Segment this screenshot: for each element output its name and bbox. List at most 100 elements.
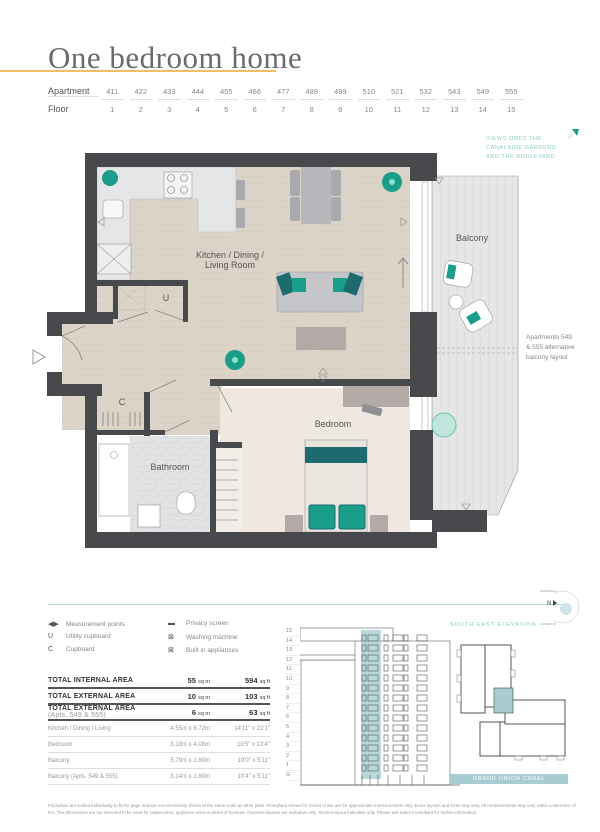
table-row: TOTAL EXTERNAL AREA 10 sq m 103 sq ft bbox=[48, 689, 270, 705]
room-label-line: Living Room bbox=[204, 260, 256, 270]
table-row: TOTAL EXTERNAL AREA (Apts. 549 & 555) 6 … bbox=[48, 705, 270, 721]
floor-number: G bbox=[286, 771, 300, 781]
room-label-cupboard: C bbox=[118, 397, 126, 407]
apartment-number: 543 bbox=[440, 87, 469, 100]
views-note: VIEWS ONTO THE CANALSIDE GARDENS AND THE… bbox=[486, 135, 556, 162]
floor-number: 2 bbox=[286, 752, 300, 762]
floor-number: 4 bbox=[195, 104, 200, 114]
legend-item: ⊠ Built in appliances bbox=[168, 646, 239, 655]
imperial-dimensions: 10'5" x 13'4" bbox=[237, 741, 270, 748]
apartment-number: 477 bbox=[269, 87, 298, 100]
room-label-line: Kitchen / Dining / bbox=[195, 250, 265, 260]
area-sqm: 6 sq m bbox=[152, 708, 210, 717]
area-name: TOTAL EXTERNAL AREA (Apts. 549 & 555) bbox=[48, 705, 152, 719]
imperial-dimensions: 19'0" x 5'11" bbox=[237, 757, 270, 764]
area-table: TOTAL INTERNAL AREA 55 sq m 594 sq ft TO… bbox=[48, 673, 270, 785]
apartment-number: 488 bbox=[298, 87, 327, 100]
floor-number: 1 bbox=[286, 761, 300, 771]
apartment-number: 433 bbox=[155, 87, 184, 100]
svg-text:N: N bbox=[547, 601, 551, 607]
alt-note-line: balcony layout bbox=[526, 354, 568, 361]
title-accent-rule bbox=[0, 70, 276, 72]
disclaimer: Floorplans are scaled individually to fi… bbox=[48, 803, 576, 815]
legend-item: U Utility cupboard bbox=[48, 633, 111, 640]
room-label-kitchen: Kitchen / Dining / Living Room bbox=[190, 250, 270, 270]
alternative-balcony-note: Apartments 549 & 555 alternative balcony… bbox=[526, 333, 575, 363]
cupboard-icon: C bbox=[48, 646, 54, 653]
room-name: Balcony (Apts. 549 & 555) bbox=[48, 773, 118, 780]
floor-label: Floor bbox=[48, 104, 69, 114]
sqm-unit: sq m bbox=[198, 678, 210, 685]
apartment-label: Apartment bbox=[48, 86, 98, 97]
room-name: Balcony bbox=[48, 757, 70, 764]
area-sqft: 63 sq ft bbox=[210, 708, 270, 717]
floor-number: 12 bbox=[421, 104, 430, 114]
floor-number: 5 bbox=[286, 723, 300, 733]
legend-label: Built in appliances bbox=[186, 646, 239, 654]
page-title: One bedroom home bbox=[48, 40, 303, 75]
table-row: TOTAL INTERNAL AREA 55 sq m 594 sq ft bbox=[48, 673, 270, 689]
legend-item: C Cupboard bbox=[48, 646, 95, 653]
svg-text:SUNSET W: SUNSET W bbox=[540, 622, 556, 626]
floor-number: 14 bbox=[286, 637, 300, 647]
apartment-number: 455 bbox=[212, 87, 241, 100]
legend-label: Cupboard bbox=[66, 646, 95, 653]
apartment-number: 411 bbox=[98, 87, 127, 100]
floor-number: 15 bbox=[286, 627, 300, 637]
area-sqft: 594 sq ft bbox=[210, 676, 270, 685]
apartment-number: 499 bbox=[326, 87, 355, 100]
floor-number: 11 bbox=[393, 104, 402, 114]
area-sqm: 55 sq m bbox=[152, 676, 210, 685]
area-name-text: TOTAL EXTERNAL AREA bbox=[48, 692, 136, 700]
alt-note-line: Apartments 549 bbox=[526, 334, 572, 341]
area-sqm: 10 sq m bbox=[152, 692, 210, 701]
area-name-sub: (Apts. 549 & 555) bbox=[48, 712, 106, 719]
floor-number: 8 bbox=[286, 694, 300, 704]
svg-text:SUNRISE E: SUNRISE E bbox=[540, 589, 556, 593]
building-elevation bbox=[300, 627, 460, 786]
floor-number: 7 bbox=[281, 104, 286, 114]
sqft-unit: sq ft bbox=[259, 694, 270, 701]
room-name: Kitchen / Dining / Living bbox=[48, 725, 111, 732]
sqm-value: 10 bbox=[187, 691, 196, 701]
sqm-value: 6 bbox=[191, 707, 196, 717]
apartment-number: 532 bbox=[412, 87, 441, 100]
floor-number: 6 bbox=[286, 713, 300, 723]
views-note-line: VIEWS ONTO THE bbox=[486, 136, 542, 142]
area-sqft: 103 sq ft bbox=[210, 692, 270, 701]
sqft-value: 103 bbox=[244, 691, 258, 701]
apartment-number: 555 bbox=[497, 87, 526, 100]
legend-label: Measurement points bbox=[66, 620, 125, 628]
apartment-number: 549 bbox=[469, 87, 498, 100]
metric-dimensions: 4.55m x 6.72m bbox=[170, 725, 210, 732]
floor-number: 13 bbox=[286, 646, 300, 656]
apartment-number: 510 bbox=[355, 87, 384, 100]
floor-number: 9 bbox=[286, 685, 300, 695]
table-row: Balcony (Apts. 549 & 555) 3.14m x 1.80m … bbox=[48, 769, 270, 785]
floor-number: 6 bbox=[252, 104, 257, 114]
built-in-appliances-icon: ⊠ bbox=[168, 647, 174, 654]
legend-label: Privacy screen bbox=[186, 620, 229, 627]
table-row: Kitchen / Dining / Living 4.55m x 6.72m … bbox=[48, 721, 270, 737]
canal-label: GRAND UNION CANAL bbox=[450, 774, 568, 784]
sqm-unit: sq m bbox=[198, 694, 210, 701]
imperial-dimensions: 14'11" x 22'1" bbox=[234, 725, 270, 732]
sqft-value: 594 bbox=[244, 675, 258, 685]
room-name: Bedroom bbox=[48, 741, 73, 748]
floor-number: 8 bbox=[309, 104, 314, 114]
floor-number: 10 bbox=[286, 675, 300, 685]
floor-number: 12 bbox=[286, 656, 300, 666]
apartment-row: Apartment 411 422 433 444 455 466 477 48… bbox=[48, 82, 526, 100]
room-label-balcony: Balcony bbox=[455, 233, 489, 243]
area-name: TOTAL EXTERNAL AREA bbox=[48, 693, 152, 700]
sqm-unit: sq m bbox=[198, 710, 210, 717]
floor-number: 2 bbox=[138, 104, 143, 114]
sqft-unit: sq ft bbox=[259, 678, 270, 685]
floor-number: 14 bbox=[478, 104, 487, 114]
elevation-floor-numbers: 15 14 13 12 11 10 9 8 7 6 5 4 3 2 1 G bbox=[286, 627, 300, 781]
floor-number: 7 bbox=[286, 704, 300, 714]
legend-label: Utility cupboard bbox=[66, 633, 111, 640]
legend-item: ⊠ Washing machine bbox=[168, 633, 237, 642]
floor-number: 13 bbox=[450, 104, 459, 114]
metric-dimensions: 5.79m x 1.80m bbox=[170, 757, 210, 764]
